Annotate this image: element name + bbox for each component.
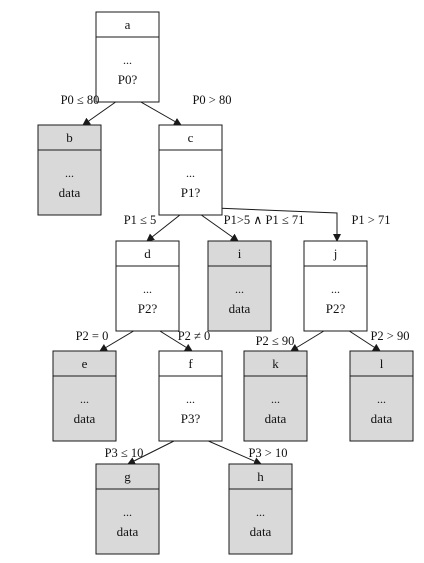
node-dots-c: ... (186, 166, 195, 180)
node-dots-j: ... (331, 282, 340, 296)
edge-label-a-c: P0 > 80 (192, 93, 231, 107)
node-dots-a: ... (123, 53, 132, 67)
node-title-k: k (272, 356, 279, 371)
node-body-f: P3? (181, 411, 201, 426)
edge-label-d-f: P2 ≠ 0 (178, 329, 211, 343)
node-box-g (95, 463, 160, 555)
node-dots-l: ... (377, 392, 386, 406)
node-title-g: g (124, 469, 131, 484)
node-title-c: c (188, 130, 194, 145)
node-box-h (228, 463, 293, 555)
node-j: j... P2? (303, 240, 368, 332)
node-body-j: P2? (326, 301, 346, 316)
node-e: e... data (52, 350, 117, 442)
edge-label-f-g: P3 ≤ 10 (105, 446, 144, 460)
node-f: f... P3? (158, 350, 223, 442)
node-a: a... P0? (95, 11, 160, 103)
edge-label-j-k: P2 ≤ 90 (256, 334, 295, 348)
node-body-k: data (265, 411, 287, 426)
node-title-h: h (257, 469, 264, 484)
node-body-l: data (371, 411, 393, 426)
node-c: c... P1? (158, 124, 223, 216)
edge-labels-layer: P0 ≤ 80 P0 > 80 P1 ≤ 5 P1>5 ∧ P1 ≤ 71 P1 > 7… (61, 93, 410, 460)
edge-label-d-e: P2 = 0 (76, 329, 109, 343)
node-box-b (37, 124, 102, 216)
node-dots-i: ... (235, 282, 244, 296)
edge-label-a-b: P0 ≤ 80 (61, 93, 100, 107)
node-box-j (303, 240, 368, 332)
node-body-b: data (59, 185, 81, 200)
node-body-d: P2? (138, 301, 158, 316)
node-body-h: data (250, 524, 272, 539)
node-dots-g: ... (123, 505, 132, 519)
node-title-j: j (333, 246, 338, 261)
node-dots-b: ... (65, 166, 74, 180)
node-box-k (243, 350, 308, 442)
node-b: b... data (37, 124, 102, 216)
edge-label-f-h: P3 > 10 (248, 446, 287, 460)
node-body-e: data (74, 411, 96, 426)
edge-label-c-i: P1>5 ∧ P1 ≤ 71 (224, 213, 305, 227)
node-body-c: P1? (181, 185, 201, 200)
node-body-a: P0? (118, 72, 138, 87)
node-box-e (52, 350, 117, 442)
edge-c-j (189, 206, 341, 242)
node-body-g: data (117, 524, 139, 539)
node-title-i: i (238, 246, 242, 261)
node-dots-h: ... (256, 505, 265, 519)
node-l: l... data (349, 350, 414, 442)
edge-label-c-j: P1 > 71 (351, 213, 390, 227)
node-box-d (115, 240, 180, 332)
edge-label-c-d: P1 ≤ 5 (124, 213, 157, 227)
nodes-layer: a... P0? b... data c... P1? d... P2? i... data j..… (37, 11, 414, 555)
node-title-f: f (188, 356, 193, 371)
node-body-i: data (229, 301, 251, 316)
node-dots-k: ... (271, 392, 280, 406)
node-title-a: a (125, 17, 131, 32)
node-box-f (158, 350, 223, 442)
node-dots-f: ... (186, 392, 195, 406)
node-box-i (207, 240, 272, 332)
node-h: h... data (228, 463, 293, 555)
node-k: k... data (243, 350, 308, 442)
node-title-e: e (82, 356, 88, 371)
node-dots-e: ... (80, 392, 89, 406)
node-i: i... data (207, 240, 272, 332)
node-d: d... P2? (115, 240, 180, 332)
node-title-d: d (144, 246, 151, 261)
edge-label-j-l: P2 > 90 (370, 329, 409, 343)
node-box-l (349, 350, 414, 442)
node-dots-d: ... (143, 282, 152, 296)
node-g: g... data (95, 463, 160, 555)
node-box-c (158, 124, 223, 216)
node-box-a (95, 11, 160, 103)
node-title-l: l (380, 356, 384, 371)
node-title-b: b (66, 130, 73, 145)
